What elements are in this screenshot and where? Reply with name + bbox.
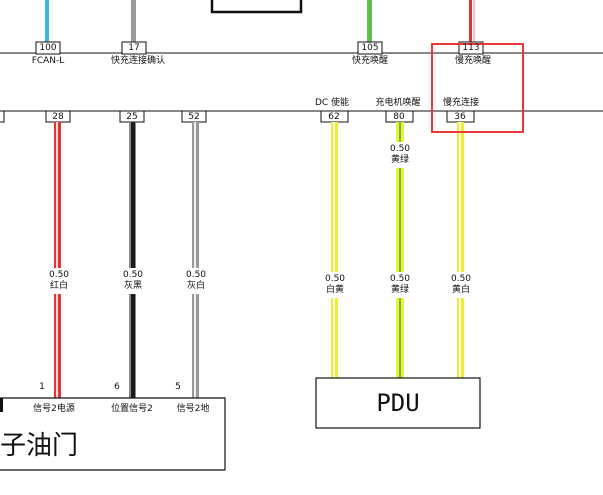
wire-gray-white [192, 122, 199, 398]
pin-box-17 [121, 41, 147, 55]
pin-number-17: 17 [128, 43, 140, 53]
wire-fast-charge-confirm [131, 0, 136, 42]
wire-white-yellow [331, 122, 338, 378]
wire-gray-black [129, 122, 136, 398]
label-signal2-ground: 信号2地 [176, 404, 210, 414]
pin-number-100: 100 [39, 43, 57, 53]
label-charger-wake: 充电机唤醒 [375, 98, 421, 108]
wire-slow-charge-wake [469, 0, 472, 42]
wire-fast-charge-wake [367, 0, 372, 42]
wire-spec-upper: 0.50 黄绿 [389, 144, 411, 165]
wire-spec-white-yellow: 0.50 白黄 [324, 274, 346, 295]
label-slow-charge-wake: 慢充唤醒 [454, 56, 492, 66]
wire-spec-gray-black: 0.50 灰黑 [122, 270, 144, 291]
label-fast-charge-wake: 快充唤醒 [351, 56, 389, 66]
label-slow-charge-connect: 慢充连接 [442, 98, 480, 108]
wire-spec-yellow-white: 0.50 黄白 [450, 274, 472, 295]
wire-spec-yellow-green: 0.50 黄绿 [389, 274, 411, 295]
label-signal2-power: 信号2电源 [33, 404, 75, 414]
pdu-label: PDU [376, 389, 420, 417]
highlight-box [431, 43, 524, 133]
pin-number-52: 52 [188, 112, 200, 122]
wire-spec-red-white: 0.50 红白 [48, 270, 70, 291]
pin-box-100 [35, 41, 61, 55]
pin-number-113: 113 [462, 43, 480, 53]
label-position-signal2: 位置信号2 [111, 404, 153, 414]
component-title: 子油门 [0, 431, 79, 461]
label-fcan-l: FCAN-L [31, 56, 65, 66]
wire-red-white [54, 122, 61, 398]
label-dc-enable: DC 使能 [314, 98, 350, 108]
pin-number-6: 6 [114, 382, 120, 392]
pin-number-36: 36 [454, 112, 466, 122]
top-module-box [210, 0, 303, 14]
pin-box-105 [357, 41, 383, 55]
pdu-box [315, 377, 481, 429]
pin-number-28: 28 [52, 112, 64, 122]
pin-number-62: 62 [328, 112, 340, 122]
throttle-sensor-box [0, 397, 226, 471]
pin-number-1: 1 [39, 382, 45, 392]
wire-spec-gray-white: 0.50 灰白 [185, 270, 207, 291]
pin-number-80: 80 [393, 112, 405, 122]
label-fast-charge-confirm: 快充连接确认 [110, 56, 166, 66]
pin-number-105: 105 [361, 43, 379, 53]
wire-fcan-l [45, 0, 49, 42]
wire-yellow-white [457, 122, 464, 378]
pin-number-5: 5 [175, 382, 181, 392]
wire-yellow-green [396, 122, 404, 378]
pin-number-25: 25 [126, 112, 138, 122]
